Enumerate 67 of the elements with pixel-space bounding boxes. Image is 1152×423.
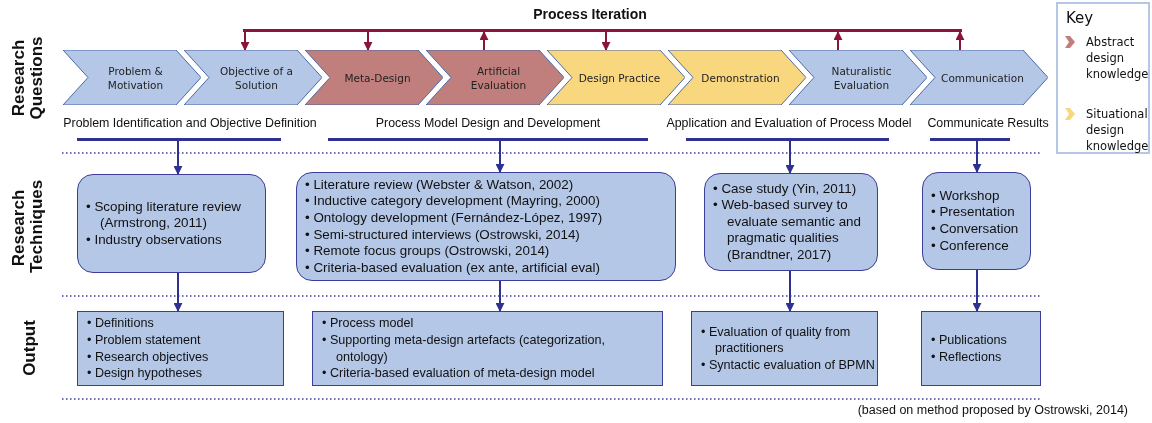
bullet-text: • Evaluation of quality from practitioners xyxy=(701,323,852,357)
bullet-text: • Process model xyxy=(322,315,415,332)
phase-label: Application and Evaluation of Process Model xyxy=(666,116,912,130)
arrow xyxy=(972,140,982,173)
bullet-text: • Inductive category development (Mayring, 2000) xyxy=(305,193,601,210)
technique-box xyxy=(922,172,1031,270)
bullet-text: • Literature review (Webster & Watson, 2002) xyxy=(305,176,575,194)
arrow xyxy=(785,140,795,174)
output-box xyxy=(921,311,1041,386)
arrow xyxy=(479,31,489,51)
bullet-text: • Remote focus groups (Ostrowski, 2014) xyxy=(305,243,551,260)
bullet-text: • Workshop xyxy=(931,187,1001,205)
step-label: Artificial Evaluation xyxy=(469,63,528,92)
arrow xyxy=(955,31,965,51)
bullet-text: • Case study (Yin, 2011) xyxy=(713,180,858,198)
bullet-text: • Problem statement xyxy=(87,331,202,349)
step-label: Demonstration xyxy=(701,70,780,85)
step-label: Naturalistic Evaluation xyxy=(830,63,893,92)
output-box xyxy=(312,311,663,386)
arrow xyxy=(240,31,250,51)
technique-box xyxy=(77,174,266,273)
bullet-text: • Publications xyxy=(931,331,1008,349)
arrow xyxy=(173,140,183,175)
output-box xyxy=(77,311,284,386)
arrow xyxy=(833,31,843,51)
step-label: Design Practice xyxy=(578,70,661,85)
technique-box xyxy=(296,172,676,281)
bullet-text: • Ontology development (Fernández-López, 1997) xyxy=(305,209,603,227)
output-box xyxy=(691,311,878,386)
legend-text: Abstract design knowledge xyxy=(1086,34,1150,82)
row-heading: Research Questions xyxy=(10,35,46,122)
step-label: Communication xyxy=(941,70,1024,85)
arrow xyxy=(601,31,611,51)
arrow xyxy=(785,270,795,312)
bullet-text: • Reflections xyxy=(931,348,1003,366)
bullet-text: • Research objectives xyxy=(87,348,209,366)
bullet-text: • Conference xyxy=(931,237,1010,255)
step-label: Problem & Motivation xyxy=(106,63,165,92)
bullet-text: • Syntactic evaluation of BPMN xyxy=(701,356,875,374)
phase-label: Communicate Results xyxy=(927,116,1049,130)
bullet-text: • Web-based survey to evaluate semantic and pragmatic qualities (Brandtner, 2017) xyxy=(713,197,862,264)
phase-label: Process Model Design and Development xyxy=(375,116,601,130)
bullet-text: • Design hypotheses xyxy=(87,365,204,382)
bullet-text: • Conversation xyxy=(931,221,1020,238)
step-label: Objective of a Solution xyxy=(219,63,294,92)
bullet-text: • Industry observations xyxy=(86,231,223,249)
iteration-bar xyxy=(243,6,962,32)
arrow xyxy=(363,31,373,51)
arrow xyxy=(173,272,183,312)
bullet-text: • Criteria-based evaluation (ex ante, artificial eval) xyxy=(305,259,601,277)
technique-box xyxy=(704,173,878,271)
bar-label: Process Iteration xyxy=(533,6,647,22)
key-heading: Key xyxy=(1066,9,1094,27)
bullet-text: • Presentation xyxy=(931,204,1016,221)
row-heading: Output xyxy=(21,320,39,376)
arrow xyxy=(495,280,505,312)
arrow xyxy=(495,140,505,173)
bullet-text: • Criteria-based evaluation of meta-design model xyxy=(322,365,596,382)
caption: (based on method proposed by Ostrowski, 2014) xyxy=(857,403,1128,417)
arrow xyxy=(972,269,982,312)
step-label: Meta-Design xyxy=(344,70,411,85)
bullet-text: • Definitions xyxy=(87,315,155,332)
bullet-text: • Semi-structured interviews (Ostrowski, 2014) xyxy=(305,226,581,244)
bullet-text: • Supporting meta-design artefacts (categorization, ontology) xyxy=(322,331,607,366)
bullet-text: • Scoping literature review (Armstrong, 2011) xyxy=(86,198,243,232)
phase-label: Problem Identification and Objective Definition xyxy=(63,116,317,130)
legend-text: Situational design knowledge xyxy=(1086,106,1150,154)
